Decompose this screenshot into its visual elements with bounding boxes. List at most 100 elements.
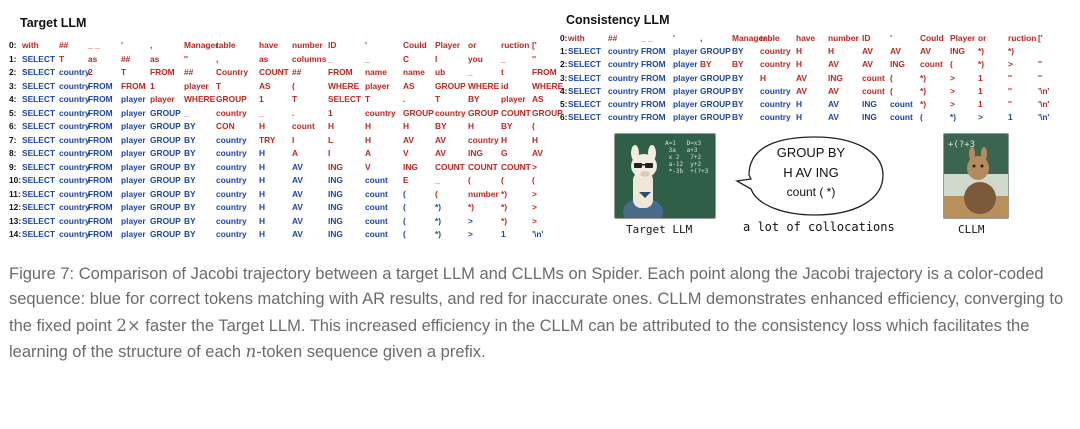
consistency-llm-title: Consistency LLM (566, 13, 670, 27)
token: player (673, 112, 698, 123)
token: country (608, 46, 639, 57)
token: SELECT (22, 148, 56, 158)
token: . (292, 107, 295, 118)
token: BY (184, 148, 196, 158)
token: FROM (88, 148, 113, 158)
token: ING (890, 59, 905, 70)
token: AV (403, 134, 415, 145)
token: COUNT (435, 161, 465, 172)
token: country (468, 134, 499, 145)
token: '' (1038, 59, 1042, 70)
token: _ (328, 53, 333, 64)
token: 1 (1008, 112, 1013, 123)
token: country (216, 148, 247, 158)
token: WHERE (468, 80, 500, 91)
token: AV (862, 46, 874, 57)
token: country (59, 80, 90, 91)
token: AV (532, 148, 544, 158)
token: > (950, 99, 955, 109)
token: country (216, 161, 247, 172)
caption-math-n: n (245, 342, 257, 362)
token: t (501, 67, 504, 77)
token: country (608, 85, 639, 96)
token: count (890, 99, 913, 109)
token: BY (732, 99, 744, 109)
row-number: 4: (560, 85, 568, 96)
token: L (328, 134, 334, 145)
token: FROM (641, 99, 666, 109)
token: country (59, 229, 90, 239)
token: 1 (978, 99, 983, 109)
bubble-line-3: count ( *) (786, 185, 836, 199)
token: country (216, 107, 247, 118)
token: SELECT (568, 46, 602, 57)
token: country (59, 67, 90, 77)
token: ( (890, 72, 893, 83)
token: SELECT (568, 99, 602, 109)
token: _ (365, 53, 370, 64)
row-number: 10: (9, 175, 22, 185)
token: as (259, 53, 269, 64)
token: FROM (88, 80, 113, 91)
token: country (760, 85, 791, 96)
token: country (59, 121, 90, 131)
token: as (150, 53, 160, 64)
token: *) (501, 188, 508, 199)
token: BY (184, 121, 196, 131)
token: SELECT (22, 94, 56, 104)
row-number: 6: (9, 121, 17, 131)
token: SELECT (568, 72, 602, 83)
token: AS (403, 80, 415, 91)
token: country (216, 175, 247, 185)
token: ## (608, 33, 618, 43)
row-number: 2: (560, 59, 568, 70)
token: > (532, 202, 537, 212)
token: *) (435, 215, 442, 226)
token: '\n' (1038, 99, 1050, 109)
token: SELECT (22, 53, 56, 64)
row-number: 0: (560, 33, 568, 43)
token: BY (501, 121, 513, 131)
token: ING (328, 175, 343, 185)
token: country (608, 99, 639, 109)
token: ING (403, 161, 418, 172)
token: H (532, 134, 539, 145)
token: AV (292, 175, 304, 185)
token: > (468, 215, 473, 226)
token: SELECT (328, 94, 362, 104)
token: COUNT (468, 161, 498, 172)
token: A (365, 148, 372, 158)
token: AS (259, 80, 271, 91)
token: H (796, 112, 803, 123)
token: ## (184, 67, 194, 77)
token: AV (292, 229, 304, 239)
row-number: 6: (560, 112, 568, 123)
token: you (468, 53, 483, 64)
token: country (59, 202, 90, 212)
board-formulas: A=1 D=x3 3a a+3 x 2 7+2 a-12 y+2 *-3b +(… (665, 140, 709, 175)
token: FROM (641, 85, 666, 96)
token: COUNT (501, 107, 531, 118)
token: player (121, 175, 146, 185)
token: H (760, 72, 767, 83)
token: player (150, 94, 175, 104)
token: ruction (501, 40, 530, 50)
token: name (365, 67, 387, 77)
token: country (608, 59, 639, 70)
token: player (673, 99, 698, 109)
token: FROM (88, 229, 113, 239)
token: FROM (88, 107, 113, 118)
token: ' (890, 33, 892, 43)
token: ' (673, 33, 675, 43)
row-number: 3: (560, 72, 568, 83)
token: 1 (259, 94, 264, 104)
token: AV (862, 59, 874, 70)
token: > (978, 112, 983, 123)
token: AV (292, 215, 304, 226)
token: count (920, 59, 943, 70)
token: H (259, 148, 266, 158)
token: T (121, 67, 127, 77)
collocations-label: a lot of collocations (743, 220, 895, 234)
